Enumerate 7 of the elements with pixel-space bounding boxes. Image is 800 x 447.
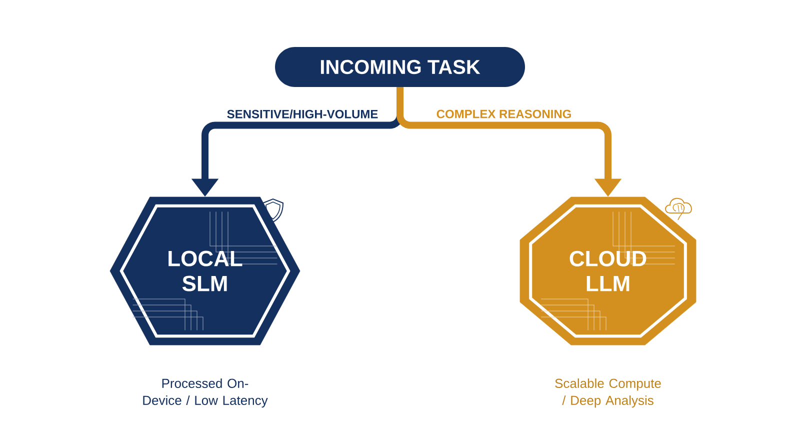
edge-label: COMPLEX REASONING (436, 110, 571, 118)
octagon-node: CLOUD LLM (520, 196, 696, 346)
caption-text: Scalable Compute / Deep Analysis (555, 378, 661, 408)
edge-label: SENSITIVE/HIGH-VOLUME (227, 110, 378, 118)
task-box: INCOMING TASK (275, 47, 525, 87)
hexagon-node: LOCAL SLM (110, 196, 300, 346)
caption-text: Processed On-Device / Low Latency (143, 378, 268, 408)
